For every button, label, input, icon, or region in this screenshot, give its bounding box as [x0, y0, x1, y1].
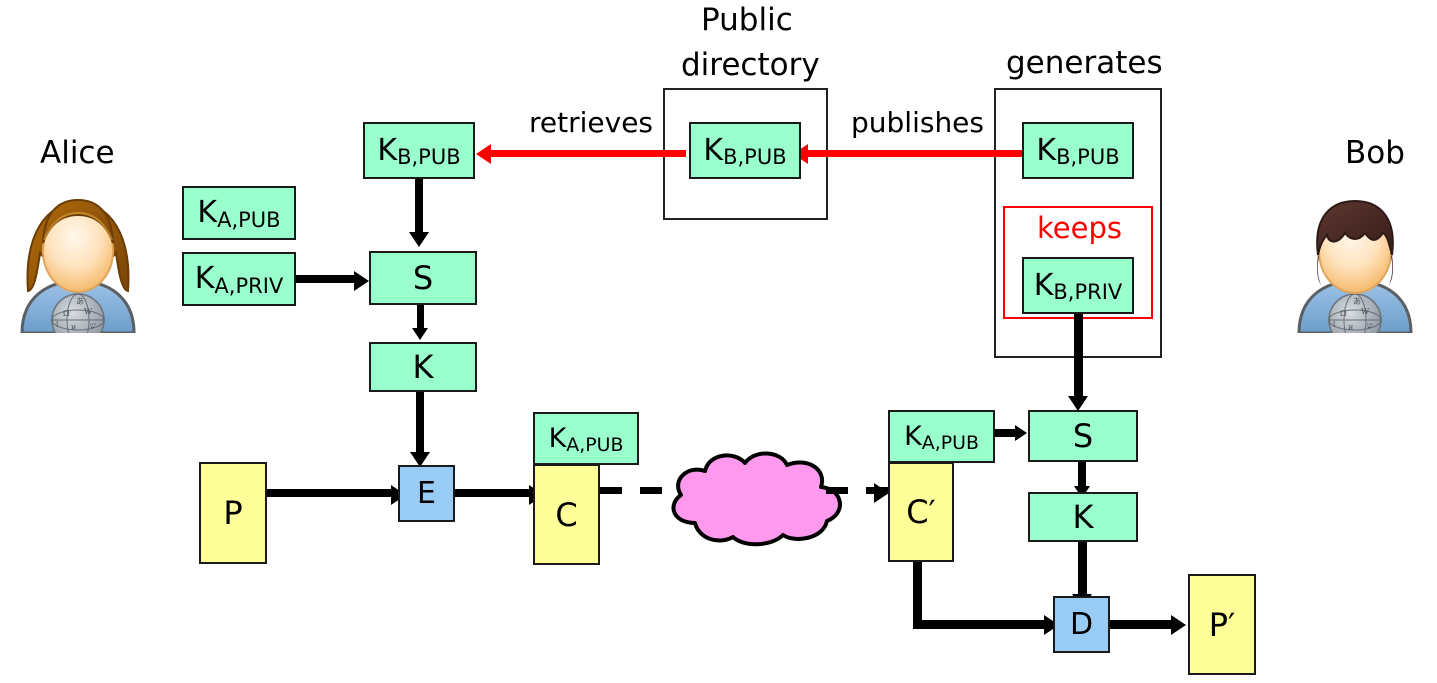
svg-text:あ: あ — [76, 297, 84, 306]
node-alice-kapriv[interactable]: KA,PRIV — [182, 252, 296, 306]
alice-kapriv-to-s-line — [296, 275, 354, 283]
bob-kbpriv-to-s-line — [1074, 314, 1083, 398]
svg-text:Ω: Ω — [1340, 309, 1347, 318]
node-bob-kbpriv-text: KB,PRIV — [1033, 267, 1123, 305]
alice-label: Alice — [40, 135, 115, 171]
node-ciphertext[interactable]: C — [533, 464, 600, 565]
node-plaintext2[interactable]: P′ — [1188, 574, 1256, 675]
retrieves-arrow-head — [476, 144, 491, 164]
public-directory-label-line1: Public — [701, 2, 793, 38]
node-alice-k-text: K — [412, 348, 434, 386]
retrieves-label: retrieves — [529, 106, 654, 139]
node-alice-kapub[interactable]: KA,PUB — [182, 186, 296, 240]
svg-text:ا: ا — [1333, 320, 1335, 329]
node-cipher-kapub-text: KA,PUB — [548, 423, 624, 457]
node-bob-s[interactable]: S — [1028, 410, 1138, 462]
svg-text:и: и — [1348, 323, 1353, 332]
network-cloud-icon — [651, 443, 861, 553]
alice-avatar: Ω W и ש ا あ — [8, 183, 148, 347]
d-to-p2-line — [1110, 620, 1173, 629]
node-received-kapub-text: KA,PUB — [904, 421, 979, 455]
retrieves-arrow-line — [489, 150, 686, 157]
received-kapub-to-s-head — [1015, 425, 1027, 441]
generates-label: generates — [1006, 45, 1163, 81]
network-dashed-line-left — [600, 487, 672, 494]
e-to-c-line — [455, 489, 531, 497]
network-to-c2-head — [874, 483, 889, 503]
node-alice-s-text: S — [412, 259, 434, 297]
node-directory-kbpub-text: KB,PUB — [703, 132, 787, 170]
svg-text:ש: ש — [90, 321, 96, 330]
alice-k-to-e-line — [416, 392, 424, 454]
bob-kbpriv-to-s-head — [1068, 396, 1088, 411]
keeps-label: keeps — [1037, 211, 1122, 245]
node-bob-k[interactable]: K — [1028, 492, 1138, 542]
alice-kbpub-to-s-head — [409, 232, 429, 247]
alice-s-to-k-line — [417, 305, 424, 330]
node-bob-kbpub-text: KB,PUB — [1036, 132, 1120, 170]
node-bob-s-text: S — [1072, 417, 1094, 455]
node-encrypt-text: E — [417, 475, 436, 511]
publishes-label: publishes — [851, 106, 984, 139]
alice-k-to-e-head — [410, 452, 430, 467]
node-alice-s[interactable]: S — [369, 251, 477, 305]
svg-text:ש: ש — [1367, 321, 1373, 330]
received-kapub-to-s-line — [995, 429, 1017, 437]
svg-text:Ω: Ω — [63, 309, 70, 318]
node-alice-kbpub[interactable]: KB,PUB — [363, 122, 475, 179]
bob-k-to-d-line — [1078, 542, 1087, 596]
node-bob-kbpub[interactable]: KB,PUB — [1022, 122, 1134, 179]
node-cipher-kapub[interactable]: KA,PUB — [533, 412, 639, 465]
node-alice-kapub-text: KA,PUB — [197, 195, 281, 232]
svg-text:W: W — [1361, 307, 1370, 316]
node-plaintext2-text: P′ — [1208, 605, 1236, 644]
network-dashed-line-right — [826, 487, 888, 494]
node-received-kapub[interactable]: KA,PUB — [888, 410, 995, 463]
alice-kapriv-to-s-head — [354, 271, 369, 291]
node-encrypt[interactable]: E — [398, 465, 455, 522]
bob-s-to-k-line — [1078, 462, 1086, 488]
bob-label: Bob — [1345, 135, 1405, 171]
node-ciphertext-text: C — [555, 495, 578, 534]
node-plaintext[interactable]: P — [199, 462, 267, 564]
node-bob-k-text: K — [1072, 498, 1094, 536]
node-decrypt[interactable]: D — [1053, 596, 1110, 653]
node-directory-kbpub[interactable]: KB,PUB — [689, 122, 801, 179]
node-plaintext-text: P — [223, 494, 243, 532]
svg-text:W: W — [84, 307, 93, 316]
alice-kbpub-to-s-line — [415, 179, 423, 232]
alice-s-to-k-head — [412, 328, 428, 340]
svg-text:あ: あ — [1353, 297, 1361, 306]
node-bob-kbpriv[interactable]: KB,PRIV — [1022, 257, 1134, 314]
p-to-e-line — [267, 489, 391, 497]
svg-text:ا: ا — [56, 320, 58, 329]
node-alice-kapriv-text: KA,PRIV — [194, 261, 284, 298]
c2-to-d-vertical — [913, 562, 922, 628]
node-ciphertext2-text: C′ — [906, 493, 936, 531]
node-alice-k[interactable]: K — [369, 342, 477, 392]
node-alice-kbpub-text: KB,PUB — [377, 132, 461, 170]
svg-text:и: и — [71, 323, 76, 332]
publishes-arrow-line — [806, 150, 1022, 157]
c2-to-d-horizontal — [913, 620, 1046, 629]
node-decrypt-text: D — [1069, 606, 1094, 642]
d-to-p2-head — [1171, 615, 1186, 635]
public-directory-label-line2: directory — [681, 47, 820, 83]
bob-avatar: Ω W и ש ا あ — [1285, 183, 1425, 347]
node-ciphertext2[interactable]: C′ — [888, 462, 954, 562]
